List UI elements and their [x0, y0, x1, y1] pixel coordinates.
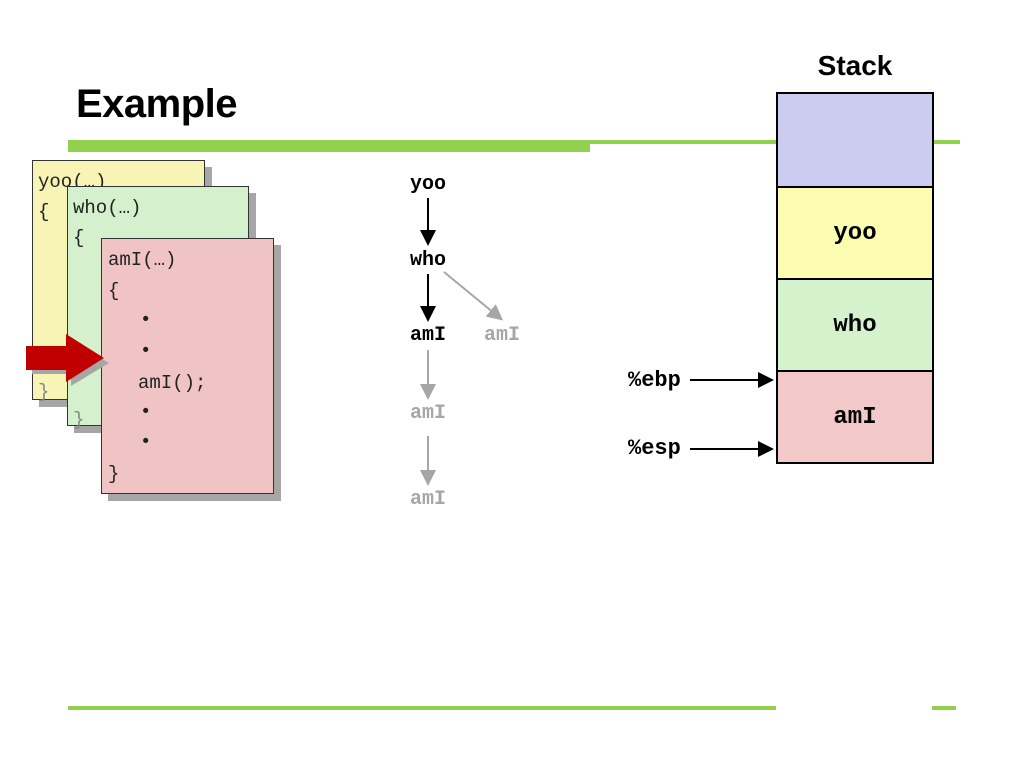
card-who-open-brace: { [73, 227, 85, 249]
card-who-header: who(…) [73, 197, 142, 219]
register-pointers [690, 372, 774, 457]
slide-title: Example [76, 82, 238, 126]
call-tree-node-ami-1: amI [410, 324, 446, 347]
stack-frame-caller [778, 94, 932, 186]
register-esp-label: %esp [628, 436, 681, 461]
call-tree-node-who: who [410, 249, 446, 272]
stack-title: Stack [817, 50, 893, 81]
card-ami-bullet-1: • [140, 309, 152, 331]
call-tree-node-ami-2: amI [410, 402, 446, 425]
card-yoo-open-brace: { [38, 201, 50, 223]
card-who-close-brace: } [73, 409, 85, 431]
call-tree-node-ami-sibling: amI [484, 324, 520, 347]
call-tree-node-yoo: yoo [410, 173, 446, 196]
card-yoo-close-brace: } [38, 381, 50, 403]
call-tree-node-ami-3: amI [410, 488, 446, 511]
stack-frame-yoo: yoo [778, 186, 932, 278]
card-ami-header: amI(…) [108, 249, 177, 271]
current-position-arrow-icon [26, 334, 109, 386]
card-ami-bullet-2: • [140, 340, 152, 362]
card-ami-bullet-3: • [140, 401, 152, 423]
card-ami-close-brace: } [108, 463, 120, 485]
call-tree-diagram: yoo who amI amI amI amI [410, 173, 520, 511]
title-underline-thin [590, 140, 960, 144]
stack-frame-ami: amI [778, 370, 932, 462]
stack-diagram: yoo who amI [776, 92, 934, 464]
register-ebp-label: %ebp [628, 368, 681, 393]
stack-frame-who: who [778, 278, 932, 370]
card-ami-recursive-call: amI(); [138, 372, 207, 394]
footer-rule-right [932, 706, 956, 710]
card-ami-bullet-4: • [140, 431, 152, 453]
card-ami-open-brace: { [108, 280, 120, 302]
code-card-ami: amI(…) { • • amI(); • • } [101, 238, 274, 494]
title-underline-thick [68, 140, 590, 152]
call-edge-who-ami-2 [443, 271, 504, 321]
footer-rule [68, 706, 776, 710]
